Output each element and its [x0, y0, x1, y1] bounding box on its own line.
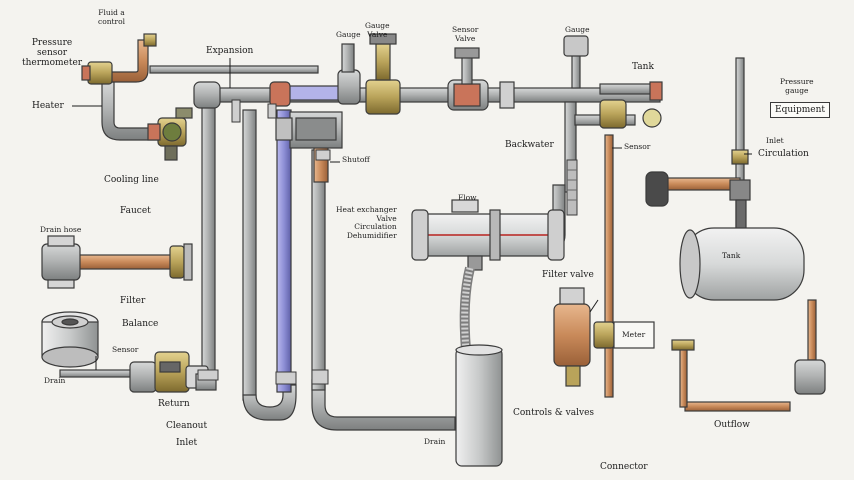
heat-exchanger — [411, 199, 565, 271]
label-filter-valve: Filter valve — [542, 270, 594, 280]
center-tee — [275, 111, 343, 149]
label-drain-hose: Drain hose — [40, 225, 82, 234]
top-center-fittings — [193, 33, 663, 129]
blue-pipe — [276, 109, 292, 393]
corrugated-hose — [459, 266, 475, 351]
label-pressure-gauge: Pressure gauge — [780, 77, 814, 95]
leader-lines — [72, 58, 752, 370]
label-top-valve-1: Gauge — [336, 30, 361, 39]
label-drain-disk: Drain — [44, 376, 66, 385]
top-left-fittings — [81, 33, 157, 85]
right-equipment — [645, 149, 826, 395]
label-drain-bottom: Drain — [424, 437, 446, 446]
shutoff-left — [41, 235, 193, 289]
label-meter: Meter — [622, 330, 646, 339]
filter-valve — [553, 287, 655, 387]
label-sensor-disk: Sensor — [112, 345, 139, 354]
label-top-valve-4: Gauge — [565, 25, 590, 34]
label-faucet: Faucet — [120, 206, 151, 216]
corrugated-riser — [566, 159, 578, 216]
label-top-cloud: Fluid a control — [98, 8, 126, 26]
label-heat-exchanger-group: Heat exchanger Valve Circulation Dehumid… — [336, 205, 397, 240]
label-top-valve-3: Sensor Valve — [452, 25, 479, 43]
label-return: Return — [158, 399, 190, 409]
label-flow-tag: Flow — [458, 193, 477, 202]
label-tank-top: Tank — [632, 62, 654, 72]
drain-disk — [41, 311, 99, 368]
label-balance: Balance — [122, 319, 159, 329]
label-cleanout: Cleanout — [166, 421, 208, 431]
label-tank: Tank — [722, 251, 741, 260]
label-inlet-bottom: Inlet — [176, 438, 198, 448]
label-cooling-line: Cooling line — [104, 175, 159, 185]
label-side-sensor: Sensor — [624, 142, 651, 151]
label-equipment-box: Equipment — [770, 102, 831, 118]
drain-tank — [455, 344, 503, 467]
label-connector: Connector — [600, 462, 648, 472]
label-filter-small: Filter — [120, 296, 146, 306]
label-top-valve-2: Gauge Valve — [365, 21, 390, 39]
label-circulation: Circulation — [758, 149, 809, 159]
label-expansion: Expansion — [206, 46, 254, 56]
label-outflow: Outflow — [714, 420, 750, 430]
label-top-left-group: Pressure sensor thermometer — [22, 38, 83, 68]
label-inlet: Inlet — [766, 136, 784, 145]
label-controls-valves: Controls & valves — [513, 408, 595, 418]
label-shutoff: Shutoff — [342, 155, 370, 164]
pipe-collars — [197, 99, 331, 385]
balance-cluster — [129, 351, 217, 393]
label-heater: Heater — [32, 101, 64, 111]
heater-valve — [147, 107, 193, 161]
label-backwater: Backwater — [505, 140, 554, 150]
